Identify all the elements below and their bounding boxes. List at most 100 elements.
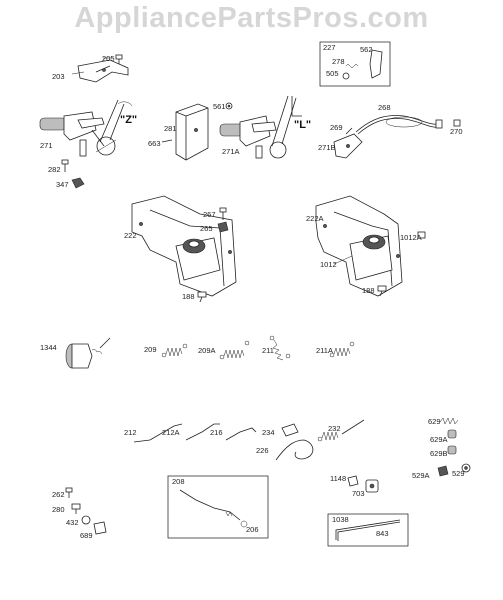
part-843-rod[interactable]	[335, 519, 401, 541]
label-216: 216	[210, 428, 223, 437]
part-206-clip[interactable]	[240, 520, 248, 528]
kit-208-box	[167, 475, 269, 539]
part-188-screw-b[interactable]	[377, 285, 387, 297]
label-1012: 1012	[320, 260, 337, 269]
callout-l-magnifier	[269, 95, 302, 159]
part-209-spring[interactable]	[161, 343, 188, 358]
part-663-screw[interactable]	[161, 139, 173, 143]
part-1012A-clip[interactable]	[417, 231, 426, 239]
label-689: 689	[80, 531, 93, 540]
label-561: 561	[213, 102, 226, 111]
label-278: 278	[332, 57, 345, 66]
label-269: 269	[330, 123, 343, 132]
label-268: 268	[378, 103, 391, 112]
callout-l: "L"	[294, 119, 311, 131]
label-211A: 211A	[316, 346, 333, 355]
label-1038: 1038	[332, 515, 349, 524]
label-208: 208	[172, 477, 185, 486]
part-262-screw[interactable]	[65, 487, 73, 498]
label-203: 203	[52, 72, 65, 81]
part-212-link[interactable]	[133, 423, 183, 443]
label-703: 703	[352, 489, 365, 498]
label-282: 282	[48, 165, 61, 174]
part-203-bracket[interactable]	[77, 59, 129, 83]
part-265-nut[interactable]	[217, 221, 229, 233]
label-234: 234	[262, 428, 275, 437]
part-529-knob[interactable]	[461, 463, 471, 473]
label-222A: 222A	[306, 214, 324, 223]
part-432-washer[interactable]	[81, 515, 91, 525]
part-216-link[interactable]	[225, 427, 257, 441]
label-562: 562	[360, 45, 373, 54]
part-1344-control-knob[interactable]	[65, 337, 111, 369]
label-629A: 629A	[430, 435, 448, 444]
label-212A: 212A	[162, 428, 180, 437]
part-629B-cap[interactable]	[447, 445, 457, 455]
part-211A-spring[interactable]	[329, 341, 355, 358]
part-222-bracket[interactable]	[131, 195, 237, 297]
label-843: 843	[376, 529, 389, 538]
part-188-screw-a[interactable]	[197, 291, 207, 303]
part-629A-cap[interactable]	[447, 429, 457, 439]
part-212A-link[interactable]	[185, 423, 220, 441]
part-268-cable[interactable]	[355, 115, 443, 135]
part-205-screw[interactable]	[115, 54, 123, 64]
part-226-link[interactable]	[275, 439, 314, 461]
part-1148-clip[interactable]	[347, 475, 359, 487]
part-280-screw[interactable]	[71, 503, 81, 514]
label-271A: 271A	[222, 147, 240, 156]
part-269-screw[interactable]	[345, 127, 353, 135]
part-208-link[interactable]	[179, 489, 241, 521]
part-529A-nut[interactable]	[437, 465, 449, 477]
part-271A-control[interactable]	[219, 115, 277, 159]
label-226: 226	[256, 446, 269, 455]
label-529: 529	[452, 469, 465, 478]
label-663: 663	[148, 139, 161, 148]
part-211-spring[interactable]	[269, 335, 291, 361]
label-209A: 209A	[198, 346, 216, 355]
part-222A-bracket[interactable]	[315, 195, 403, 297]
part-561-nut[interactable]	[225, 102, 233, 110]
part-703-bushing[interactable]	[365, 479, 379, 493]
label-271: 271	[40, 141, 53, 150]
label-280: 280	[52, 505, 65, 514]
label-281: 281	[164, 124, 177, 133]
part-234-clip[interactable]	[281, 423, 299, 437]
label-1148: 1148	[330, 474, 346, 483]
label-212: 212	[124, 428, 137, 437]
part-278-spring[interactable]	[345, 64, 359, 68]
callout-z: "Z"	[120, 114, 137, 126]
part-282-screw[interactable]	[61, 159, 69, 172]
label-271B: 271B	[318, 143, 336, 152]
label-629B: 629B	[430, 449, 448, 458]
label-505: 505	[326, 69, 339, 78]
part-505-nut[interactable]	[342, 72, 350, 80]
part-281-bracket[interactable]	[175, 103, 209, 161]
label-270: 270	[450, 127, 463, 136]
part-562-clip[interactable]	[369, 49, 383, 79]
kit-227-box	[319, 41, 391, 87]
label-188a: 188	[182, 292, 195, 301]
part-347-nut[interactable]	[71, 177, 85, 189]
part-271B-lever[interactable]	[333, 133, 363, 159]
part-232-spring[interactable]	[317, 419, 365, 442]
label-629: 629	[428, 417, 441, 426]
label-222: 222	[124, 231, 137, 240]
part-629-spring[interactable]	[439, 417, 459, 425]
part-270-nut[interactable]	[453, 119, 461, 127]
part-271-control[interactable]	[39, 111, 105, 157]
part-209A-spring[interactable]	[219, 340, 250, 360]
label-211: 211	[262, 346, 274, 355]
label-205: 205	[102, 54, 115, 63]
label-267: 267	[203, 210, 216, 219]
label-265: 265	[200, 224, 213, 233]
part-689-nut[interactable]	[93, 521, 107, 535]
callout-z-magnifier	[95, 99, 133, 156]
label-188b: 188	[362, 286, 375, 295]
label-227: 227	[323, 43, 336, 52]
label-206: 206	[246, 525, 259, 534]
part-267-screw[interactable]	[219, 207, 227, 220]
label-1344: 1344	[40, 343, 57, 352]
label-432: 432	[66, 518, 79, 527]
